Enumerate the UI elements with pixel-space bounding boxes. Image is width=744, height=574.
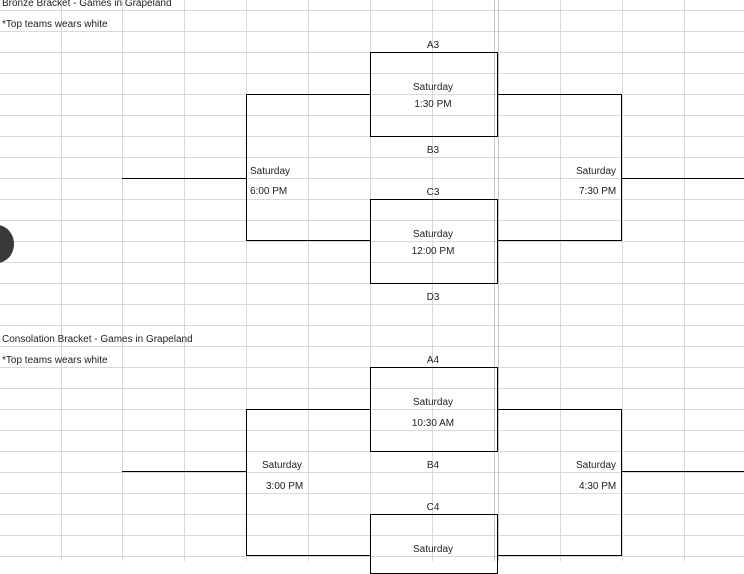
grid-row-line xyxy=(0,304,744,305)
bronze-note: *Top teams wears white xyxy=(2,19,108,30)
grid-row-line xyxy=(0,409,744,410)
consolation-left-bottom-line xyxy=(246,555,371,556)
bronze-game1-time: 1:30 PM xyxy=(414,99,452,110)
grid-row-line xyxy=(0,325,744,326)
bronze-game2-time: 12:00 PM xyxy=(411,246,455,257)
bronze-slot-a3: A3 xyxy=(426,40,440,51)
grid-column-line xyxy=(308,0,309,561)
consolation-right-stub-line xyxy=(621,471,744,472)
grid-column-line xyxy=(184,0,185,561)
grid-row-line xyxy=(0,178,744,179)
grid-column-line xyxy=(560,0,561,561)
bronze-left-bottom-line xyxy=(246,240,371,241)
grid-row-line xyxy=(0,388,744,389)
bronze-right-vertical-line xyxy=(621,94,622,241)
grid-row-line xyxy=(0,220,744,221)
grid-column-line xyxy=(122,0,123,561)
consolation-semi-day: Saturday xyxy=(262,460,303,471)
consolation-final-day: Saturday xyxy=(576,460,617,471)
grid-row-line xyxy=(0,241,744,242)
grid-row-line xyxy=(0,493,744,494)
consolation-right-bottom-line xyxy=(497,555,622,556)
bronze-final-time: 7:30 PM xyxy=(579,186,617,197)
consolation-game1-time: 10:30 AM xyxy=(411,418,455,429)
grid-column-line xyxy=(684,0,685,561)
consolation-right-vertical-line xyxy=(621,409,622,556)
consolation-game1-box xyxy=(370,367,498,452)
consolation-left-stub-line xyxy=(122,471,247,472)
grid-column-line xyxy=(498,0,499,561)
consolation-final-time: 4:30 PM xyxy=(579,481,617,492)
grid-row-line xyxy=(0,556,744,557)
grid-column-line xyxy=(622,0,623,561)
consolation-right-top-line xyxy=(497,409,622,410)
bronze-game1-box xyxy=(370,52,498,137)
grid-row-line xyxy=(0,346,744,347)
grid-row-line xyxy=(0,94,744,95)
bronze-semi-time: 6:00 PM xyxy=(250,186,288,197)
consolation-slot-a4: A4 xyxy=(426,355,440,366)
bronze-game2-day: Saturday xyxy=(412,229,454,240)
consolation-game2-day: Saturday xyxy=(412,544,454,555)
bronze-right-bottom-line xyxy=(497,240,622,241)
bronze-left-stub-line xyxy=(122,178,247,179)
bronze-slot-b3: B3 xyxy=(426,145,440,156)
grid-column-line xyxy=(494,0,495,561)
grid-row-line xyxy=(0,262,744,263)
bronze-right-top-line xyxy=(497,94,622,95)
grid-row-line xyxy=(0,10,744,11)
grid-column-line xyxy=(432,0,433,561)
grid-column-line xyxy=(246,0,247,561)
bronze-slot-d3: D3 xyxy=(426,292,440,303)
bronze-final-day: Saturday xyxy=(576,166,617,177)
bronze-slot-c3: C3 xyxy=(426,187,440,198)
grid-row-line xyxy=(0,535,744,536)
consolation-left-top-line xyxy=(246,409,371,410)
grid-row-line xyxy=(0,472,744,473)
bronze-left-vertical-line xyxy=(246,94,247,241)
bronze-game2-box xyxy=(370,199,498,284)
grid-row-line xyxy=(0,31,744,32)
bronze-left-top-line xyxy=(246,94,371,95)
consolation-game1-day: Saturday xyxy=(412,397,454,408)
consolation-bracket-title: Consolation Bracket - Games in Grapeland xyxy=(2,334,193,345)
grid-row-line xyxy=(0,73,744,74)
bronze-right-stub-line xyxy=(621,178,744,179)
consolation-slot-b4: B4 xyxy=(426,460,440,471)
grid-row-line xyxy=(0,157,744,158)
floating-handle-button[interactable] xyxy=(0,225,14,263)
bronze-bracket-title: Bronze Bracket - Games in Grapeland xyxy=(2,0,172,9)
consolation-slot-c4: C4 xyxy=(426,502,440,513)
grid-row-line xyxy=(0,430,744,431)
grid-column-line xyxy=(61,0,62,561)
bronze-semi-day: Saturday xyxy=(250,166,291,177)
grid-row-line xyxy=(0,115,744,116)
consolation-semi-time: 3:00 PM xyxy=(266,481,304,492)
consolation-left-vertical-line xyxy=(246,409,247,556)
consolation-note: *Top teams wears white xyxy=(2,355,108,366)
bronze-game1-day: Saturday xyxy=(412,82,454,93)
